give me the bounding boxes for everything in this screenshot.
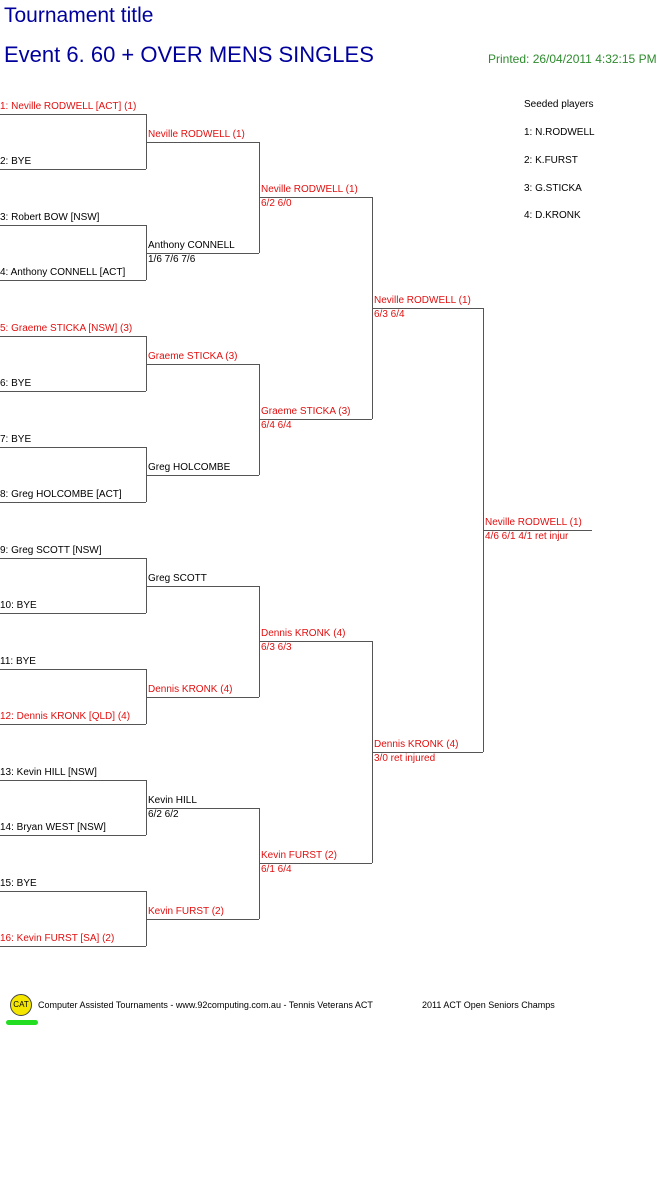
match-winner: Anthony CONNELL (148, 239, 235, 251)
printed-timestamp: Printed: 26/04/2011 4:32:15 PM (488, 52, 657, 66)
event-title: Event 6. 60 + OVER MENS SINGLES (4, 42, 374, 67)
player-entry: 12: Dennis KRONK [QLD] (4) (0, 711, 131, 722)
draw-line (146, 252, 259, 254)
match-score: 1/6 7/6 7/6 (148, 253, 196, 265)
draw-line (0, 336, 146, 337)
logo-underline (6, 1020, 38, 1025)
player-entry: 5: Graeme STICKA [NSW] (3) (0, 323, 133, 334)
player-entry: 14: Bryan WEST [NSW] (0, 822, 106, 833)
draw-line (0, 780, 146, 781)
match-score: 6/3 6/3 (261, 642, 292, 653)
match-winner: Graeme STICKA (3) (148, 350, 238, 362)
draw-line (0, 558, 146, 559)
cat-logo-icon: CAT (10, 994, 32, 1016)
match-score: 6/2 6/2 (148, 808, 179, 820)
draw-line (372, 308, 483, 309)
player-entry: 1: Neville RODWELL [ACT] (1) (0, 101, 137, 112)
draw-line (146, 141, 259, 143)
seed-entry: 1: N.RODWELL (524, 127, 595, 138)
match-winner: Kevin HILL (148, 794, 197, 806)
draw-line (0, 447, 146, 448)
match-winner: Dennis KRONK (4) (374, 739, 459, 750)
draw-line (0, 613, 146, 614)
draw-line (0, 891, 146, 892)
draw-line (483, 530, 592, 531)
footer-credit: Computer Assisted Tournaments - www.92co… (38, 1000, 373, 1010)
draw-line (0, 669, 146, 670)
player-entry: 11: BYE (0, 656, 36, 667)
draw-line (146, 807, 259, 809)
draw-line (0, 280, 146, 281)
match-winner: Dennis KRONK (4) (261, 628, 346, 639)
seeded-players-heading: Seeded players (524, 99, 594, 110)
draw-line (146, 585, 259, 587)
player-entry: 10: BYE (0, 600, 37, 611)
match-score: 3/0 ret injured (374, 753, 436, 764)
match-winner: Neville RODWELL (1) (261, 184, 358, 195)
player-entry: 3: Robert BOW [NSW] (0, 212, 100, 223)
draw-line (146, 474, 259, 476)
draw-line (0, 502, 146, 503)
match-score: 4/6 6/1 4/1 ret injur (485, 531, 569, 542)
draw-line (259, 641, 372, 642)
player-entry: 15: BYE (0, 878, 37, 889)
player-entry: 13: Kevin HILL [NSW] (0, 767, 97, 778)
match-winner: Greg HOLCOMBE (148, 461, 231, 473)
player-entry: 16: Kevin FURST [SA] (2) (0, 933, 115, 944)
seed-entry: 3: G.STICKA (524, 183, 582, 194)
draw-line (146, 363, 259, 365)
match-winner: Dennis KRONK (4) (148, 683, 233, 695)
player-entry: 8: Greg HOLCOMBE [ACT] (0, 489, 122, 500)
draw-line (146, 918, 259, 920)
match-score: 6/2 6/0 (261, 198, 292, 209)
draw-line (0, 114, 146, 115)
player-entry: 7: BYE (0, 434, 32, 445)
player-entry: 2: BYE (0, 156, 32, 167)
match-winner: Neville RODWELL (1) (148, 128, 245, 140)
draw-line (0, 225, 146, 226)
draw-line (0, 391, 146, 392)
seed-entry: 4: D.KRONK (524, 210, 581, 221)
player-entry: 4: Anthony CONNELL [ACT] (0, 267, 126, 278)
match-score: 6/4 6/4 (261, 420, 292, 431)
tournament-title: Tournament title (4, 4, 154, 27)
match-winner: Neville RODWELL (1) (374, 295, 471, 306)
match-winner: Graeme STICKA (3) (261, 406, 351, 417)
draw-line (0, 946, 146, 947)
draw-line (259, 197, 372, 198)
draw-line (146, 696, 259, 698)
draw-line (259, 863, 372, 864)
match-winner: Kevin FURST (2) (148, 905, 224, 917)
match-winner: Kevin FURST (2) (261, 850, 337, 861)
draw-line (0, 169, 146, 170)
seed-entry: 2: K.FURST (524, 155, 578, 166)
player-entry: 6: BYE (0, 378, 32, 389)
match-score: 6/3 6/4 (374, 309, 405, 320)
draw-line (259, 419, 372, 420)
draw-line (0, 724, 146, 725)
match-winner: Greg SCOTT (148, 572, 207, 584)
player-entry: 9: Greg SCOTT [NSW] (0, 545, 102, 556)
draw-line (372, 752, 483, 753)
match-winner: Neville RODWELL (1) (485, 517, 582, 528)
match-score: 6/1 6/4 (261, 864, 292, 875)
footer-event: 2011 ACT Open Seniors Champs (422, 1000, 555, 1010)
draw-line (0, 835, 146, 836)
